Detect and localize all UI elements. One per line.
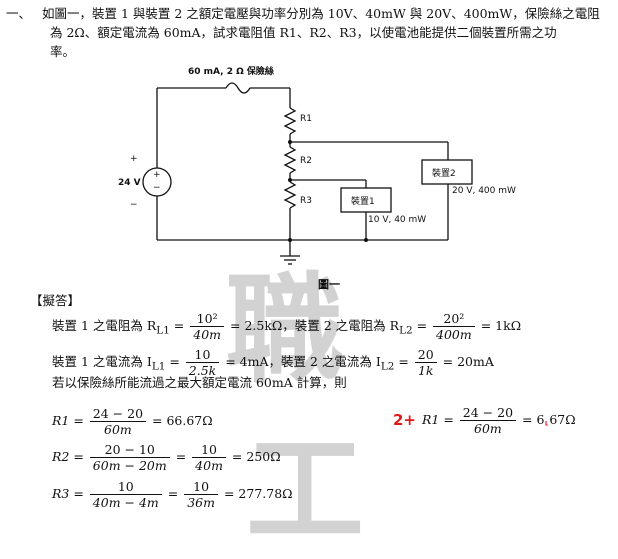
battery-minus-outside: − — [130, 200, 138, 210]
battery-plus-outside: + — [130, 154, 138, 164]
figure-caption: 圖一 — [318, 278, 340, 291]
problem-statement: 一、如圖一，裝置 1 與裝置 2 之額定電壓與功率分別為 10V、40mW 與 … — [6, 4, 612, 61]
il2-subscript: L2 — [380, 360, 395, 373]
red-insertion-mark: ⸤ — [544, 412, 550, 427]
r3-result: = 277.78Ω — [223, 486, 293, 501]
problem-line-2: 為 2Ω、額定電流為 60mA，試求電阻值 R1、R2、R3，以使電池能提供二個… — [50, 25, 557, 40]
device-1-rating: 10 V, 40 mW — [368, 215, 427, 225]
il1-subscript: L1 — [151, 360, 166, 373]
rl2-subscript: L2 — [399, 324, 413, 337]
rl2-result: = 1kΩ — [480, 318, 522, 333]
current-2-text: = 4mA，裝置 2 之電流為 I — [225, 354, 381, 369]
battery-plus-inside: + — [153, 170, 161, 180]
circuit-figure — [142, 82, 473, 265]
device-2-label: 裝置2 — [432, 169, 456, 179]
resistance-1-text: 裝置 1 之電阻為 R — [52, 318, 157, 333]
device-1-label: 裝置1 — [351, 197, 375, 207]
problem-line-1: 如圖一，裝置 1 與裝置 2 之額定電壓與功率分別為 10V、40mW 與 20… — [42, 6, 600, 21]
fuse-label: 60 mA, 2 Ω 保險絲 — [188, 67, 274, 77]
r2-result: = 250Ω — [231, 449, 281, 464]
resistance-2-text: = 2.5kΩ，裝置 2 之電阻為 R — [230, 318, 400, 333]
problem-line-3: 率。 — [50, 44, 76, 59]
battery-minus-inside: − — [153, 183, 161, 193]
r1-label: R1 — [300, 114, 312, 124]
solution-line-3: 若以保險絲所能流過之最大額定電流 60mA 計算，則 — [52, 375, 347, 390]
current-1-text: 裝置 1 之電流為 I — [52, 354, 152, 369]
watermark-char-1: 職 — [226, 261, 345, 399]
r1-result: = 66.67Ω — [152, 413, 213, 428]
battery-label: 24 V — [118, 178, 141, 188]
r2-label: R2 — [300, 156, 312, 166]
il2-result: = 20mA — [442, 354, 494, 369]
r3-label: R3 — [300, 196, 312, 206]
problem-number: 一、 — [6, 6, 32, 21]
rl1-subscript: L1 — [156, 324, 170, 337]
solution-heading: 【擬答】 — [30, 293, 81, 308]
grader-mark: 2+ — [393, 411, 417, 429]
device-2-rating: 20 V, 400 mW — [452, 186, 516, 196]
